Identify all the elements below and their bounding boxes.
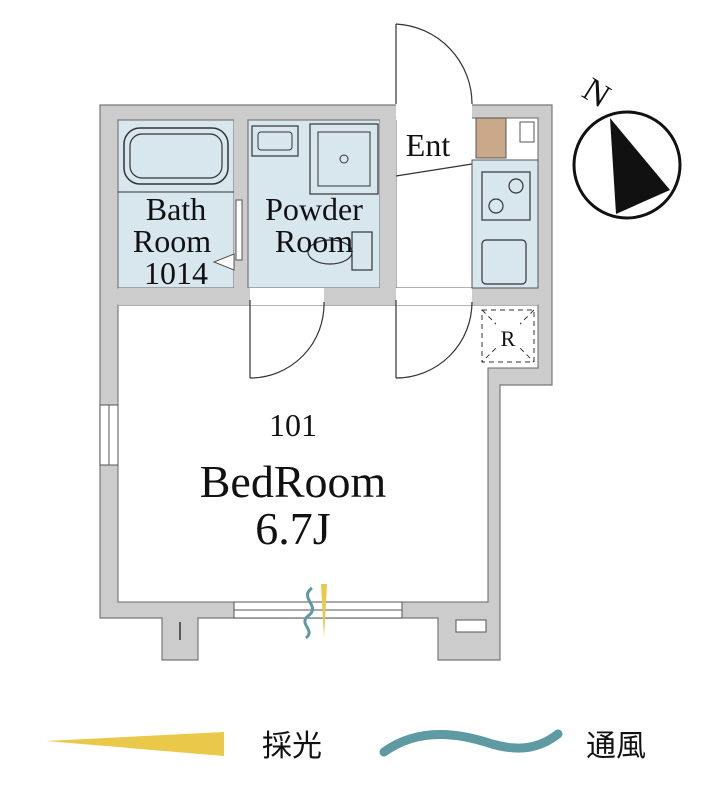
- kitchen: [471, 159, 539, 289]
- burner-icon: [488, 198, 504, 214]
- wash-basin: [251, 125, 299, 157]
- bedroom-unit-number: 101: [269, 407, 317, 443]
- compass: N: [572, 71, 682, 220]
- washing-machine-pan-inner: [317, 131, 371, 187]
- bath-label-line2: Room: [133, 223, 211, 259]
- bathtub: [123, 127, 229, 185]
- corridor-door-swing: [395, 301, 473, 379]
- bedroom-floor: [117, 304, 539, 603]
- windows: [99, 404, 403, 619]
- entrance-step: [395, 163, 473, 177]
- bath-room: [117, 119, 235, 289]
- bedroom-size: 6.7J: [255, 503, 330, 554]
- stove: [481, 171, 531, 221]
- refrigerator-label: R: [501, 326, 516, 351]
- bedroom-name: BedRoom: [200, 456, 387, 507]
- bath-door-mark: [212, 253, 235, 271]
- legend-ventilation-label: 通風: [586, 729, 646, 764]
- washing-machine-pan: [309, 123, 379, 195]
- wash-basin-bowl: [257, 131, 293, 151]
- legend: 採光 通風: [46, 729, 646, 764]
- powder-door-swing: [249, 301, 325, 379]
- toilet-tank-icon: [351, 231, 373, 271]
- entrance-opening: [396, 102, 472, 120]
- corridor-door-opening: [396, 288, 472, 305]
- electrical-panel-icon: [519, 121, 535, 143]
- bath-label-line3: 1014: [144, 255, 208, 291]
- drain-icon: [339, 154, 349, 164]
- bathtub-inner: [129, 133, 223, 179]
- powder-door-opening: [250, 288, 324, 305]
- refrigerator-label-bg: [496, 322, 520, 350]
- entrance-label: Ent: [406, 127, 451, 163]
- legend-light-label: 採光: [262, 729, 322, 764]
- burner-icon: [508, 178, 524, 194]
- powder-label-line1: Powder: [265, 191, 363, 227]
- powder-room: [247, 119, 381, 289]
- bath-label-line1: Bath: [146, 191, 206, 227]
- entrance-door-swing: [395, 23, 473, 105]
- doors: [249, 23, 473, 379]
- legend-light-swatch: [46, 732, 224, 756]
- sink: [481, 239, 527, 285]
- outdoor-unit-space: [455, 619, 487, 633]
- legend-ventilation-swatch: [379, 729, 563, 757]
- powder-corridor-wall: [380, 118, 396, 290]
- light-marker: [321, 584, 327, 638]
- powder-label-line2: Room: [275, 223, 353, 259]
- north-arrow-icon: [610, 118, 670, 214]
- compass-north-label: N: [576, 71, 616, 115]
- ventilation-marker: [303, 586, 315, 640]
- shoe-cabinet: [475, 117, 507, 159]
- bath-sliding-door: [235, 199, 243, 261]
